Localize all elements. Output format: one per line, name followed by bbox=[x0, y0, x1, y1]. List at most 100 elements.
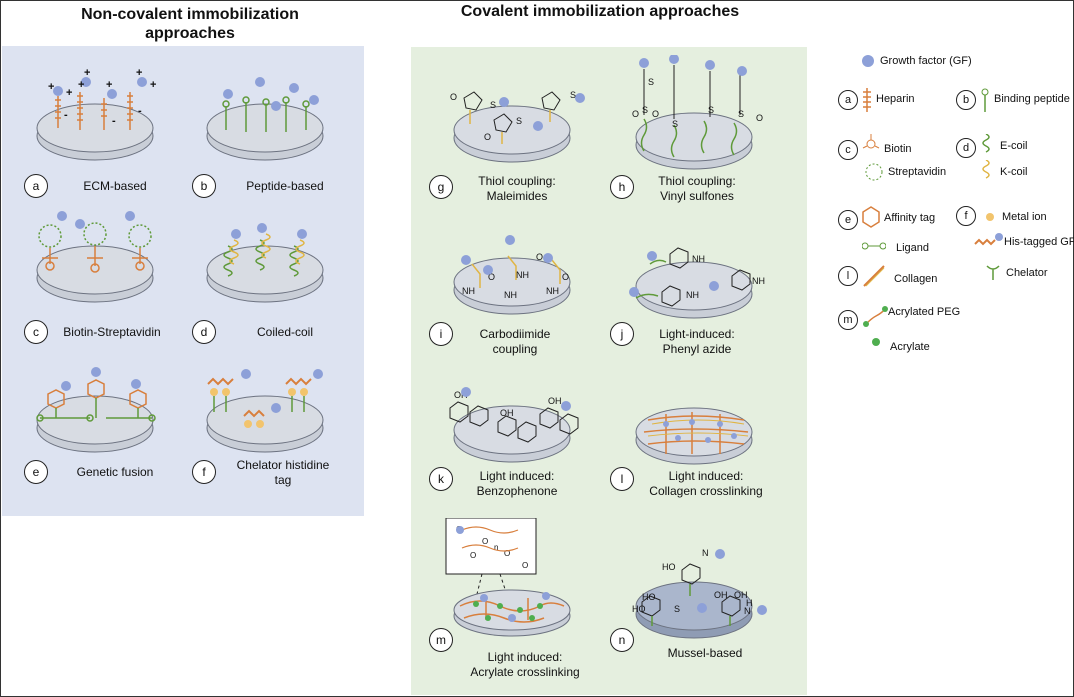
benzophenone-illustration: OH OH OH bbox=[449, 387, 579, 463]
ligand-legend-icon bbox=[862, 242, 886, 250]
collagen-crosslinking-illustration bbox=[635, 407, 753, 465]
legend-letter-d: d bbox=[956, 138, 976, 158]
chelator-icon bbox=[213, 396, 305, 412]
ho-label: HO bbox=[632, 604, 646, 614]
chelator-legend-icon bbox=[986, 265, 1000, 280]
panel-label-g: g bbox=[429, 175, 453, 199]
biotin-streptavidin-illustration bbox=[36, 211, 154, 303]
panel-c bbox=[20, 206, 180, 324]
legend-affinity-tag: Affinity tag bbox=[884, 212, 936, 224]
carbodiimide-illustration: NH O NH NH NH O O bbox=[453, 235, 571, 315]
biotin-legend-icon bbox=[862, 134, 880, 149]
phenyl-azide-illustration: NH NH NH bbox=[629, 247, 765, 319]
panel-k: OH OH OH bbox=[442, 376, 602, 494]
legend-k-coil: K-coil bbox=[1000, 166, 1028, 178]
plus-sign: + bbox=[48, 81, 54, 93]
sulfur-label: S bbox=[570, 90, 576, 100]
legend-letter-c: c bbox=[838, 140, 858, 160]
legend-chelator: Chelator bbox=[1006, 267, 1048, 279]
nh-label: NH bbox=[692, 254, 705, 264]
k-coil-legend-icon bbox=[982, 160, 990, 179]
oh-label: OH bbox=[500, 408, 514, 418]
panel-label-l: l bbox=[610, 467, 634, 491]
panel-d bbox=[190, 206, 350, 324]
peptide-based-illustration bbox=[206, 77, 324, 161]
panel-label-m: m bbox=[429, 628, 453, 652]
sulfur-label: S bbox=[708, 105, 714, 115]
nh-label: NH bbox=[504, 290, 517, 300]
streptavidin-legend-icon bbox=[865, 163, 883, 181]
panel-label-n: n bbox=[610, 628, 634, 652]
ligand-icon bbox=[36, 398, 156, 422]
legend-acrylate: Acrylate bbox=[890, 341, 930, 353]
plus-sign: + bbox=[136, 68, 142, 79]
coiled-coil-illustration bbox=[206, 223, 324, 303]
panel-label-j: j bbox=[610, 322, 634, 346]
caption-i: Carbodiimide coupling bbox=[479, 327, 551, 356]
oxygen-label: O bbox=[504, 549, 510, 558]
panel-f bbox=[190, 356, 350, 474]
plus-sign: + bbox=[150, 79, 156, 91]
minus-sign: - bbox=[112, 115, 116, 127]
legend-ligand: Ligand bbox=[896, 242, 930, 254]
plus-sign: + bbox=[66, 87, 72, 99]
sulfur-label: S bbox=[490, 100, 496, 110]
caption-n: Mussel-based bbox=[667, 646, 743, 660]
affinity-tag-legend-icon bbox=[862, 206, 880, 228]
sulfur-label: S bbox=[642, 105, 648, 115]
his-tagged-gf-legend-icon bbox=[974, 233, 1003, 246]
panel-j: NH NH NH bbox=[622, 232, 782, 350]
ecm-based-illustration: + + + + + + + - - - bbox=[36, 68, 156, 161]
affinity-tag-icon bbox=[47, 379, 147, 409]
biotin-icon bbox=[42, 246, 148, 273]
vinyl-sulfones-illustration: O S O S S S O S bbox=[632, 55, 763, 170]
nh-label: NH bbox=[686, 290, 699, 300]
e-coil-legend-icon bbox=[982, 134, 990, 153]
caption-m: Light induced: Acrylate crosslinking bbox=[470, 650, 580, 679]
oh-label: OH bbox=[454, 390, 468, 400]
oxygen-label: O bbox=[482, 537, 488, 546]
plus-sign: + bbox=[106, 79, 112, 91]
n-label: N bbox=[744, 606, 751, 616]
legend-letter-e: e bbox=[838, 210, 858, 230]
legend-metal-ion: Metal ion bbox=[1002, 211, 1047, 223]
caption-g: Thiol coupling: Maleimides bbox=[478, 174, 556, 203]
noncovalent-heading: Non-covalent immobilization approaches bbox=[81, 6, 299, 42]
minus-sign: - bbox=[64, 109, 68, 121]
binding-peptide-legend-icon bbox=[981, 88, 989, 112]
nh-label: NH bbox=[516, 270, 529, 280]
legend-letter-f: f bbox=[956, 206, 976, 226]
n-label: N bbox=[702, 548, 709, 558]
caption-f: Chelator histidine tag bbox=[236, 458, 330, 487]
covalent-heading: Covalent immobilization approaches bbox=[460, 3, 740, 20]
plus-sign: + bbox=[78, 79, 84, 91]
caption-h: Thiol coupling: Vinyl sulfones bbox=[658, 174, 736, 203]
oxygen-label: O bbox=[652, 109, 659, 119]
oxygen-label: O bbox=[450, 92, 457, 102]
heparin-icon bbox=[863, 88, 871, 112]
oxygen-label: O bbox=[470, 551, 476, 560]
panel-label-k: k bbox=[429, 467, 453, 491]
collagen-legend-icon bbox=[863, 265, 885, 287]
h-label: H bbox=[746, 598, 753, 608]
plus-sign: + bbox=[84, 68, 90, 79]
acrylated-peg-legend-icon bbox=[863, 306, 888, 327]
panel-b bbox=[190, 68, 350, 186]
metal-ion-legend-icon bbox=[986, 213, 994, 221]
his-tag-icon bbox=[207, 377, 312, 418]
caption-b: Peptide-based bbox=[246, 179, 324, 193]
legend-letter-l: l bbox=[838, 266, 858, 286]
sulfur-label: S bbox=[738, 109, 744, 119]
oh-label: OH bbox=[714, 590, 728, 600]
caption-d: Coiled-coil bbox=[256, 325, 314, 339]
legend-biotin: Biotin bbox=[884, 143, 912, 155]
chelator-histidine-illustration bbox=[206, 369, 324, 453]
panel-l bbox=[622, 378, 782, 496]
caption-l: Light induced: Collagen crosslinking bbox=[649, 469, 763, 498]
caption-k: Light induced: Benzophenone bbox=[476, 469, 558, 498]
mussel-based-illustration: N HO HO HO S OH OH H N bbox=[632, 548, 767, 639]
oxygen-label: O bbox=[536, 252, 543, 262]
panel-label-h: h bbox=[610, 175, 634, 199]
n-subscript: n bbox=[494, 543, 498, 552]
ho-label: HO bbox=[662, 562, 676, 572]
